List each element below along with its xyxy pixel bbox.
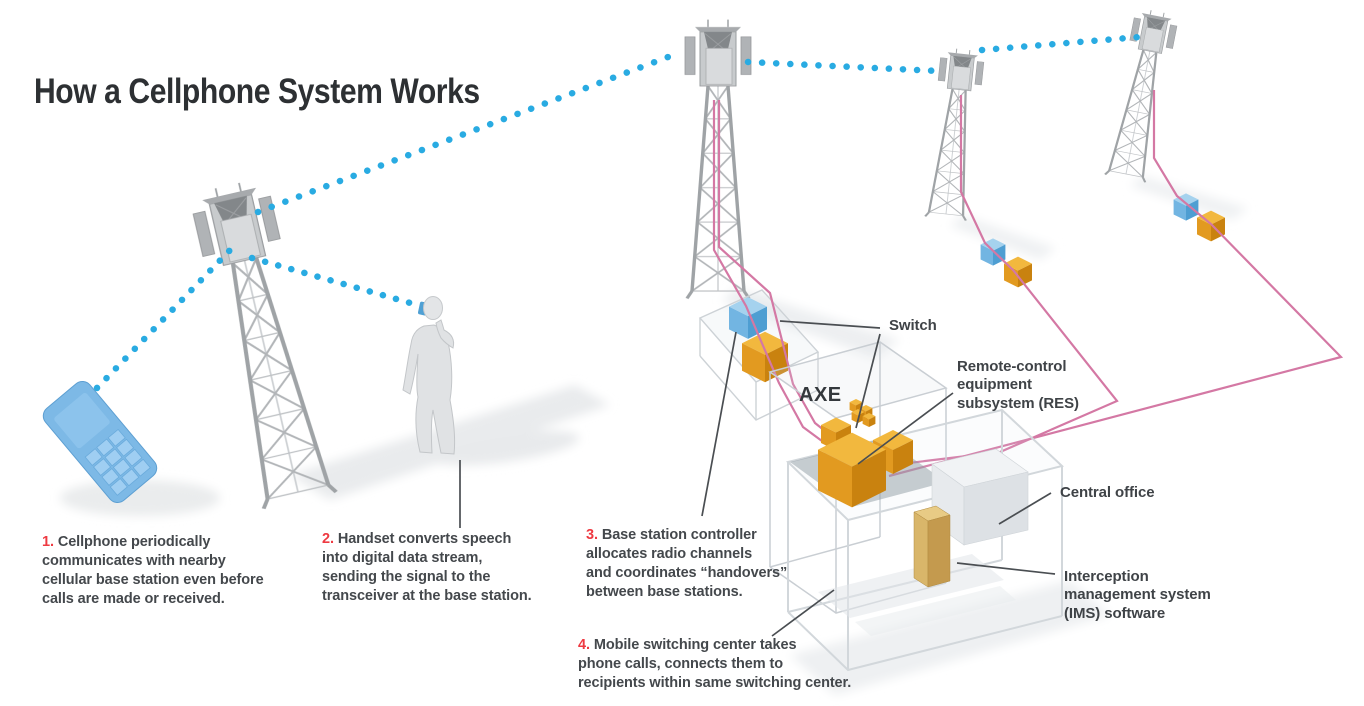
- ims-label: Interception management system (IMS) sof…: [1064, 568, 1211, 622]
- raised-arm: [435, 319, 455, 349]
- trunk-tower4: [888, 90, 1344, 478]
- tower3-cube-orange: [1004, 256, 1032, 288]
- signal-tower3-to-tower4: [978, 33, 1144, 54]
- res-label: Remote-control equipment subsystem (RES): [957, 358, 1079, 412]
- step-2-text: Handset converts speech into digital dat…: [322, 531, 532, 604]
- leader-ims: [956, 562, 1056, 575]
- floor-slab-1: [818, 554, 1004, 618]
- leader-lines: [459, 320, 1056, 637]
- step-2-note: 2. Handset converts speech into digital …: [322, 530, 572, 606]
- leader-res: [857, 392, 954, 465]
- ims-cabinet: [913, 505, 951, 588]
- step-1-note: 1. Cellphone periodically communicates w…: [42, 533, 304, 609]
- signal-tower1-to-tower2: [254, 53, 672, 216]
- step-2-number: 2.: [322, 531, 334, 547]
- signal-tower1-to-handset: [248, 254, 425, 310]
- step-1-number: 1.: [42, 534, 54, 550]
- page-title: How a Cellphone System Works: [34, 72, 480, 111]
- cell-tower-4-icon: [1102, 6, 1181, 184]
- leader-central-office: [998, 492, 1052, 525]
- leader-switch-a: [779, 320, 881, 329]
- wireless-signal-lines: [93, 33, 1144, 392]
- person-head: [423, 296, 443, 320]
- axe-label: AXE: [799, 384, 842, 406]
- signal-phone-to-tower1: [93, 243, 237, 392]
- trunk-lines: [712, 90, 1344, 478]
- trunk-tower2-a: [712, 100, 850, 462]
- step-1-text: Cellphone periodically communicates with…: [42, 534, 264, 607]
- person-figure: [402, 296, 456, 455]
- central-office-label: Central office: [1060, 484, 1155, 501]
- cell-tower-1-icon: [189, 177, 339, 510]
- leader-switch-b: [855, 333, 881, 429]
- step-4-number: 4.: [578, 637, 590, 653]
- step-3-number: 3.: [586, 527, 598, 543]
- step-4-note: 4. Mobile switching center takes phone c…: [578, 636, 928, 693]
- step-3-text: Base station controller allocates radio …: [586, 527, 788, 600]
- cellphone-icon: [42, 380, 158, 504]
- step-3-note: 3. Base station controller allocates rad…: [586, 526, 844, 602]
- step-4-text: Mobile switching center takes phone call…: [578, 637, 852, 691]
- signal-tower2-to-tower3: [744, 58, 942, 75]
- floor-slab-2: [855, 586, 1016, 636]
- central-office-interior: [790, 430, 1029, 636]
- leader-step4: [771, 589, 835, 637]
- leader-step3: [701, 331, 737, 517]
- switch-label: Switch: [889, 317, 937, 334]
